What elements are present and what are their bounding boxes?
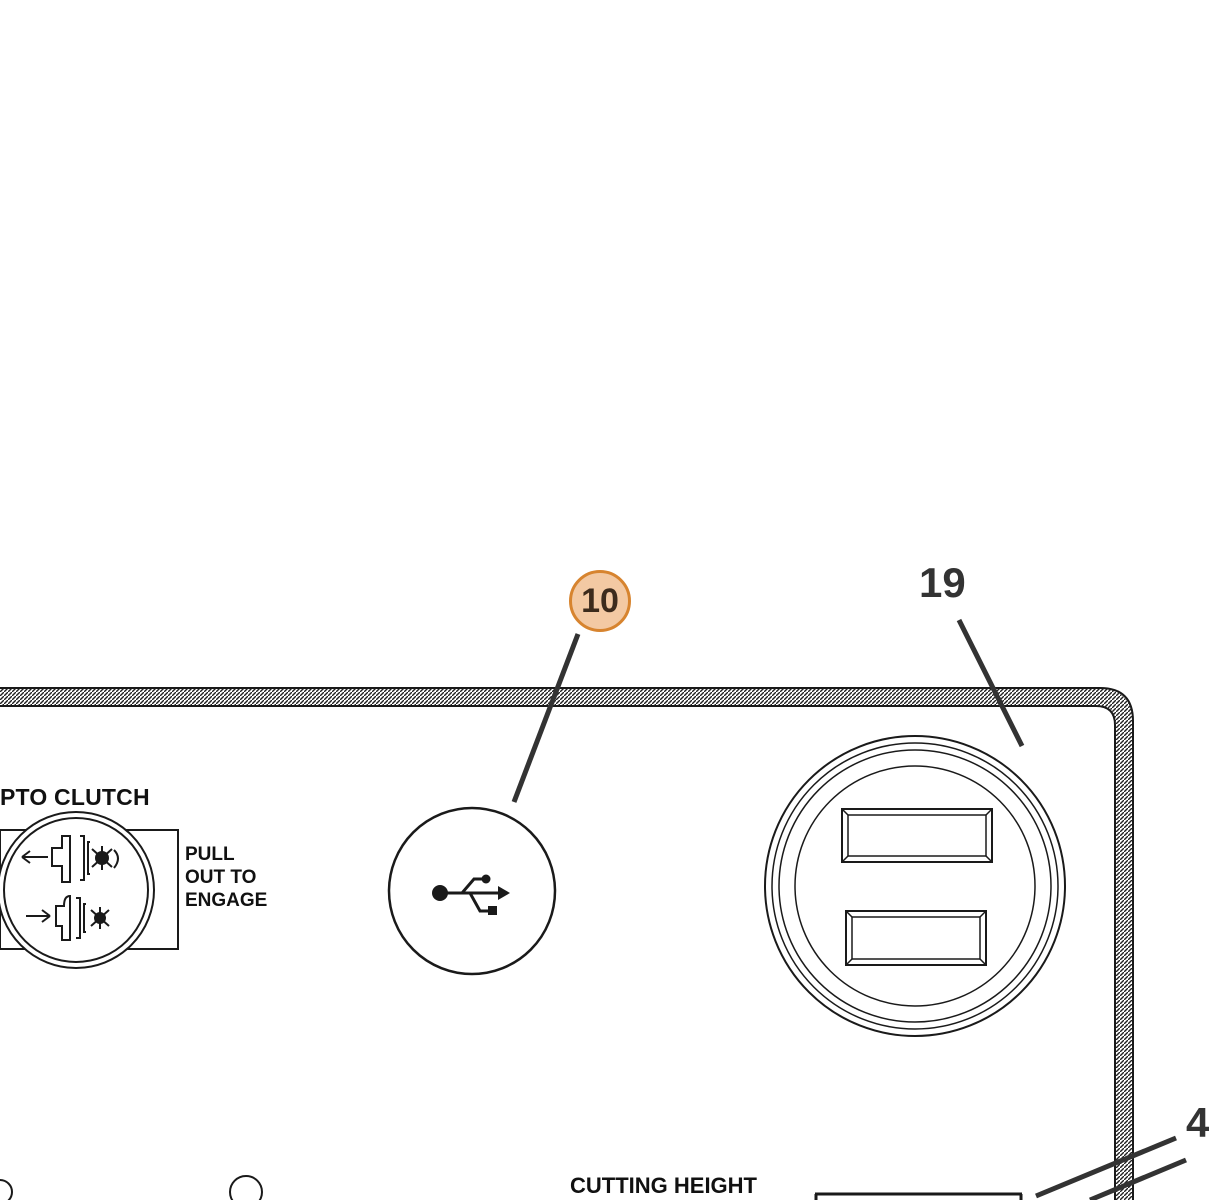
- usb-port: [387, 806, 557, 976]
- callout-number-4[interactable]: 4: [1186, 1099, 1209, 1146]
- pull-instruction-line-1: PULL: [185, 844, 235, 865]
- engage-arrow-icon: [21, 850, 48, 864]
- panel-frame: [0, 687, 1134, 1200]
- pull-instruction-line-2: OUT TO: [185, 867, 257, 888]
- indicator-hole-right: [229, 1175, 263, 1200]
- usb-symbol-icon: [432, 874, 510, 915]
- usb-slot-lower: [845, 910, 987, 966]
- cutting-height-gauge: [814, 1192, 1023, 1200]
- dual-usb-socket-icon: [764, 735, 1066, 1037]
- callout-badge-10[interactable]: 10: [569, 570, 631, 632]
- leader-line-10: [511, 633, 581, 803]
- pull-instruction-line-3: ENGAGE: [185, 890, 268, 911]
- cutting-height-label: CUTTING HEIGHT: [570, 1173, 757, 1198]
- blade-icon: [90, 907, 110, 929]
- pto-clutch-knob-icon: [0, 811, 179, 969]
- leader-line-19: [956, 618, 1025, 748]
- usb-slot-upper: [841, 808, 993, 863]
- leader-line-4b: [1089, 1157, 1187, 1200]
- pto-clutch-label: PTO CLUTCH: [0, 784, 150, 810]
- leader-line-4a: [1035, 1135, 1177, 1199]
- callout-number-19[interactable]: 19: [919, 559, 966, 606]
- indicator-hole-left: [0, 1179, 13, 1200]
- blade-spin-icon: [91, 846, 119, 870]
- disengage-arrow-icon: [26, 909, 51, 923]
